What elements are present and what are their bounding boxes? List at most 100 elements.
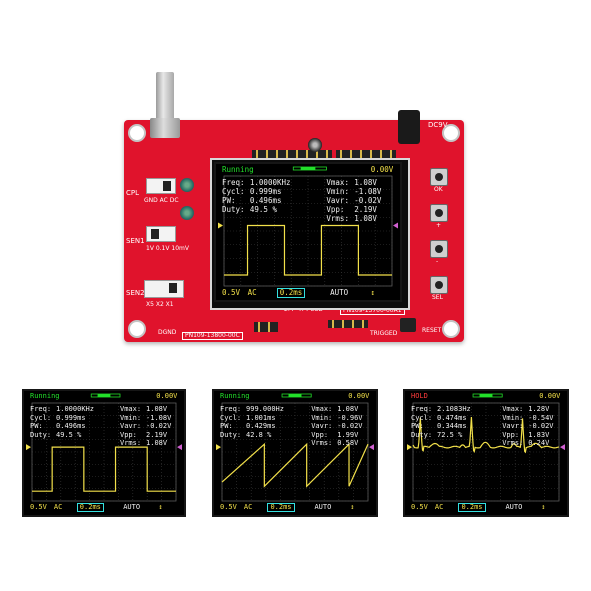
trigger-mode: AUTO bbox=[505, 503, 523, 511]
measurement-label: Vmax: bbox=[502, 405, 524, 413]
trigger-position-fill bbox=[288, 394, 302, 397]
scope-display-svg bbox=[26, 393, 182, 502]
measurement-label: Vmax: bbox=[311, 405, 333, 413]
measurement-value: 0.999ms bbox=[56, 413, 86, 422]
measurement-label: Cycl: bbox=[220, 413, 242, 422]
measurement-label: PW: bbox=[220, 422, 233, 430]
scope-display-svg bbox=[407, 393, 565, 502]
ok-button[interactable] bbox=[430, 168, 448, 186]
scope-display-svg bbox=[218, 166, 398, 287]
measurement-label: Duty: bbox=[222, 205, 245, 214]
time-per-div: 0.2ms bbox=[458, 503, 486, 512]
mounting-hole bbox=[128, 124, 146, 142]
measurement-label: Cycl: bbox=[411, 413, 433, 422]
measurement-value: -1.08V bbox=[146, 413, 172, 422]
time-per-div: 0.2ms bbox=[276, 288, 306, 298]
measurement-value: 1.0000KHz bbox=[249, 178, 291, 187]
measurement-label: PW: bbox=[222, 196, 236, 205]
reset-label: RESET bbox=[422, 327, 442, 334]
measurement-value: 1.08V bbox=[337, 405, 359, 413]
trimmer-capacitor[interactable] bbox=[180, 206, 194, 220]
measurement-value: -0.54V bbox=[528, 413, 554, 422]
trigger-level: 0.00V bbox=[539, 392, 561, 400]
level-marker-left bbox=[407, 444, 412, 451]
measurement-label: PW: bbox=[411, 422, 424, 430]
level-marker-right bbox=[369, 444, 374, 451]
volts-per-div: 0.5V bbox=[411, 503, 428, 511]
level-marker-right bbox=[560, 444, 565, 451]
time-per-div: 0.2ms bbox=[267, 503, 295, 512]
level-marker-left bbox=[26, 444, 31, 451]
run-status: HOLD bbox=[411, 392, 428, 400]
run-status: Running bbox=[30, 392, 60, 400]
waveform-trace bbox=[412, 416, 560, 454]
dgnd-label: DGND bbox=[158, 329, 177, 336]
sens1-switch[interactable] bbox=[146, 226, 176, 242]
reset-button[interactable] bbox=[400, 318, 416, 332]
header-pins bbox=[252, 150, 332, 158]
sens2-label: SEN2 bbox=[126, 289, 145, 297]
measurement-value: 1.08V bbox=[354, 178, 377, 187]
measurement-value: 0.24V bbox=[528, 439, 550, 447]
plot-border bbox=[223, 175, 393, 287]
mounting-hole bbox=[442, 320, 460, 338]
measurement-label: Vrms: bbox=[120, 439, 142, 447]
measurement-value: -0.02V bbox=[337, 422, 363, 430]
trigger-mode: AUTO bbox=[123, 503, 141, 511]
bnc-connector[interactable] bbox=[150, 72, 180, 140]
measurement-label: Cycl: bbox=[222, 187, 245, 196]
dc-power-jack[interactable] bbox=[398, 110, 420, 144]
grid bbox=[221, 402, 369, 502]
measurement-value: 72.5 % bbox=[437, 430, 463, 439]
coupling-mode: AC bbox=[434, 503, 444, 511]
measurement-label: Duty: bbox=[30, 430, 52, 439]
sens1-label: SEN1 bbox=[126, 237, 145, 245]
volts-per-div: 0.5V bbox=[30, 503, 47, 511]
level-marker-left bbox=[218, 222, 223, 229]
measurement-value: 0.474ms bbox=[437, 413, 467, 422]
measurement-value: 1.08V bbox=[354, 214, 377, 223]
header-pins bbox=[336, 150, 396, 158]
time-per-div: 0.2ms bbox=[76, 503, 104, 512]
coupling-label: CPL bbox=[126, 189, 140, 197]
measurement-value: 0.496ms bbox=[56, 422, 86, 430]
sel-button[interactable] bbox=[430, 276, 448, 294]
header-pins bbox=[254, 322, 278, 332]
measurement-label: Freq: bbox=[30, 405, 52, 413]
plot-border bbox=[31, 402, 177, 502]
trigger-position-fill bbox=[97, 394, 111, 397]
plus-button[interactable] bbox=[430, 204, 448, 222]
measurement-value: -0.02V bbox=[354, 196, 382, 205]
measurement-value: -0.02V bbox=[528, 422, 554, 430]
minus-button[interactable] bbox=[430, 240, 448, 258]
measurement-label: Vmax: bbox=[326, 178, 349, 187]
coupling-switch[interactable] bbox=[146, 178, 176, 194]
trigged-label: TRIGGED bbox=[370, 330, 398, 337]
measurement-label: Duty: bbox=[411, 430, 433, 439]
measurement-label: Vrms: bbox=[311, 439, 333, 447]
measurement-label: Vmin: bbox=[502, 413, 524, 422]
measurement-label: Duty: bbox=[220, 430, 242, 439]
trigger-position-fill bbox=[300, 167, 316, 170]
trigger-level: 0.00V bbox=[156, 392, 178, 400]
coupling-options: GND AC DC bbox=[144, 197, 179, 204]
measurement-value: 49.5 % bbox=[249, 205, 277, 214]
measurement-label: Freq: bbox=[222, 178, 245, 187]
measurement-value: -0.96V bbox=[337, 413, 363, 422]
measurement-value: -0.02V bbox=[146, 422, 172, 430]
scope-display-svg bbox=[216, 393, 374, 502]
sens2-switch[interactable] bbox=[144, 280, 184, 298]
ok-button-label: OK bbox=[434, 186, 443, 193]
waveform-trace bbox=[32, 446, 176, 492]
measurement-label: Freq: bbox=[411, 405, 433, 413]
measurement-label: Vpp: bbox=[326, 205, 345, 214]
measurement-value: 42.8 % bbox=[246, 430, 272, 439]
trimmer-capacitor[interactable] bbox=[180, 178, 194, 192]
coupling-mode: AC bbox=[247, 288, 257, 297]
measurement-value: 0.58V bbox=[337, 439, 359, 447]
measurement-value: 999.000Hz bbox=[246, 405, 284, 413]
measurement-label: Vpp: bbox=[120, 430, 137, 439]
measurement-label: Vrms: bbox=[326, 214, 349, 223]
sens2-options: X5 X2 X1 bbox=[146, 301, 174, 308]
